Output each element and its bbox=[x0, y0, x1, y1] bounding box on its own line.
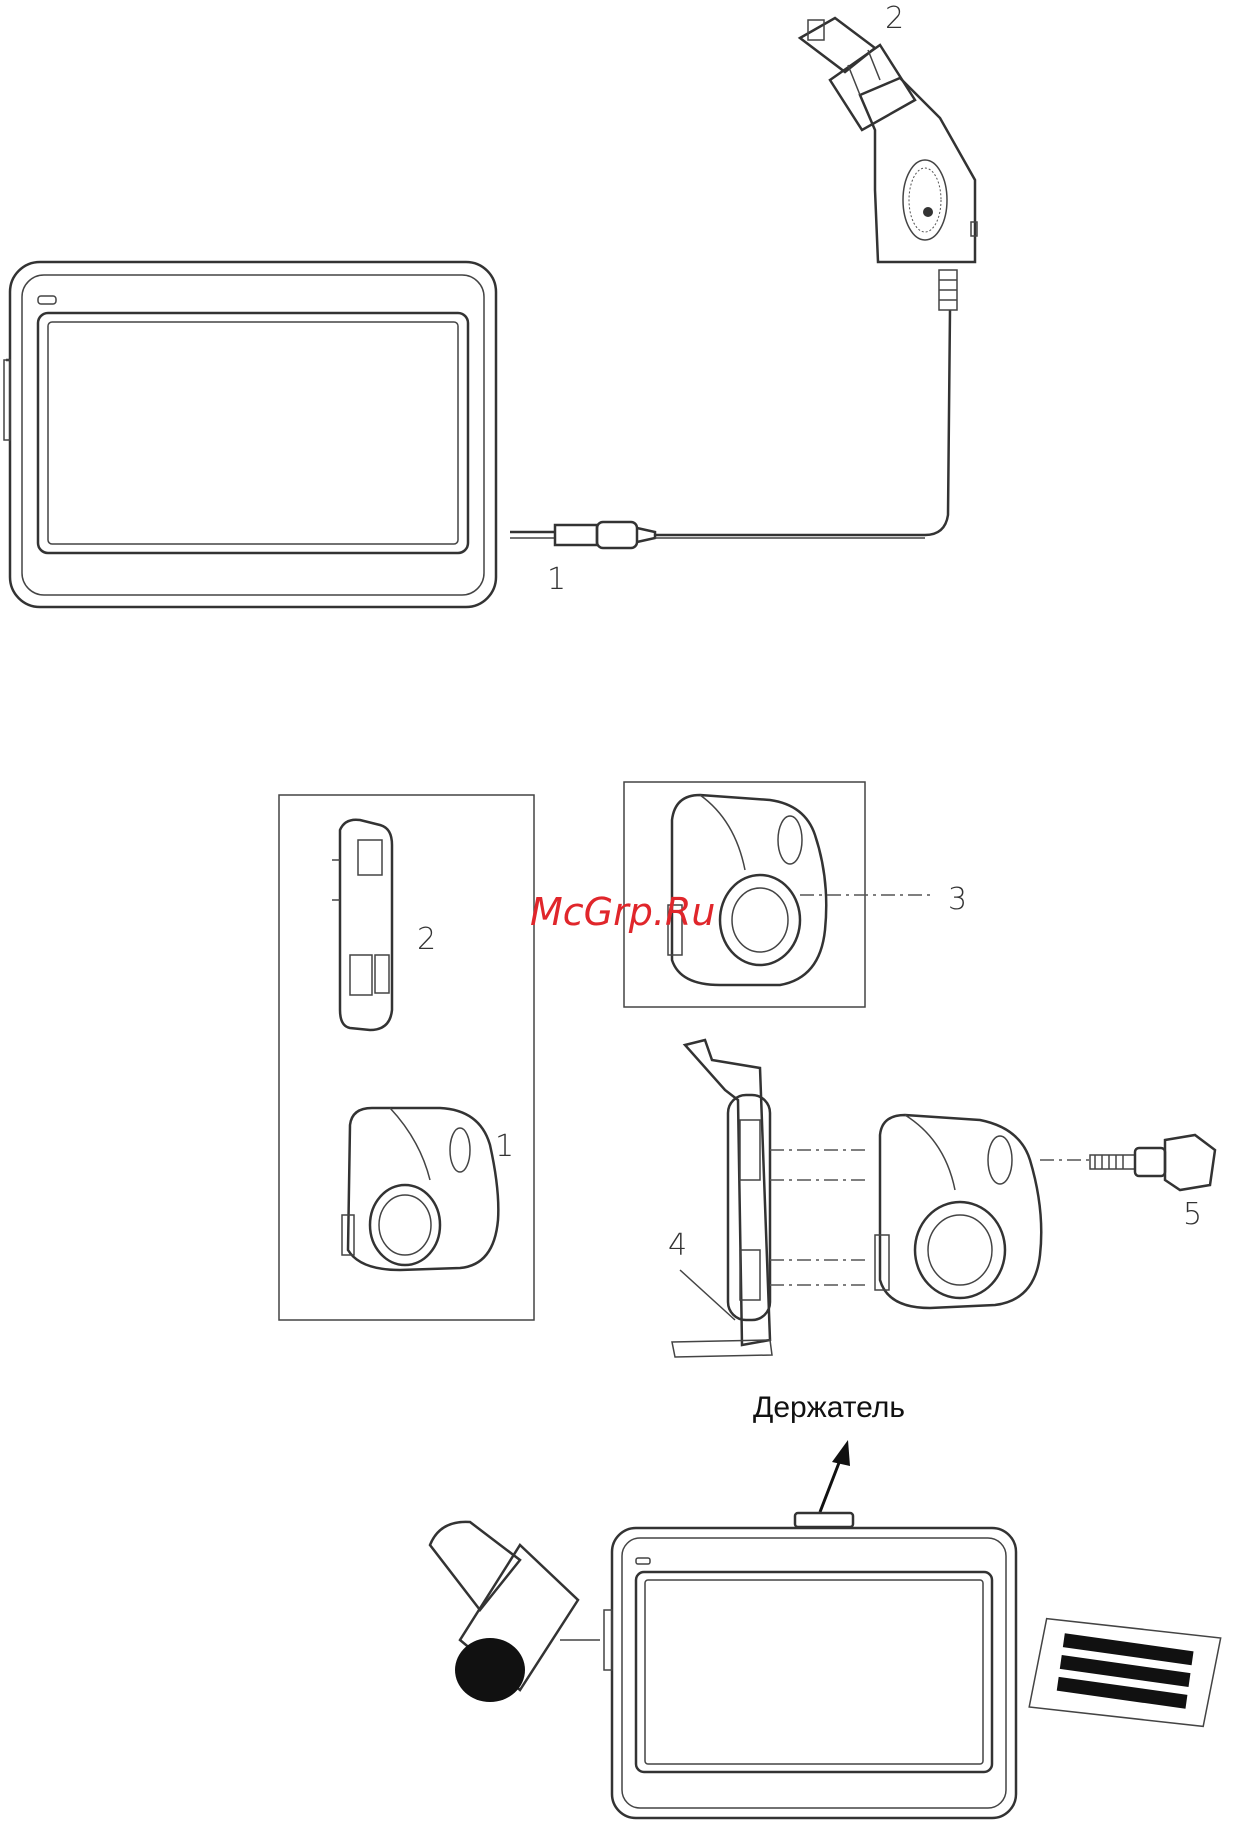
gps-device-bottom bbox=[604, 1513, 1016, 1818]
bracket-part bbox=[672, 1040, 772, 1357]
suction-cup-mount bbox=[430, 1522, 600, 1702]
callout-top-cable-plug: 1 bbox=[547, 565, 566, 595]
mount-plate-part bbox=[332, 820, 392, 1030]
callout-mount-clamp-front: 1 bbox=[495, 1132, 514, 1162]
clamp-part-left bbox=[342, 1108, 498, 1270]
callout-mount-clamp-detail: 3 bbox=[948, 885, 967, 915]
holder-arrow bbox=[820, 1440, 850, 1512]
callout-mount-screw: 5 bbox=[1183, 1200, 1202, 1230]
car-charger bbox=[800, 18, 977, 262]
clamp-part-assembly bbox=[875, 1115, 1090, 1308]
screw-part bbox=[1090, 1135, 1215, 1190]
watermark: McGrp.Ru bbox=[530, 893, 715, 931]
gps-device-top bbox=[4, 262, 496, 607]
kit-box-left bbox=[279, 795, 534, 1320]
bracket-side-view bbox=[1029, 1613, 1220, 1732]
callout-mount-bracket: 4 bbox=[668, 1231, 687, 1261]
mount-connector-lines bbox=[770, 1150, 870, 1285]
holder-label: Держатель bbox=[753, 1393, 905, 1423]
callout-mount-plate: 2 bbox=[417, 925, 436, 955]
charger-cable bbox=[510, 270, 957, 548]
callout-top-car-charger: 2 bbox=[885, 4, 904, 34]
